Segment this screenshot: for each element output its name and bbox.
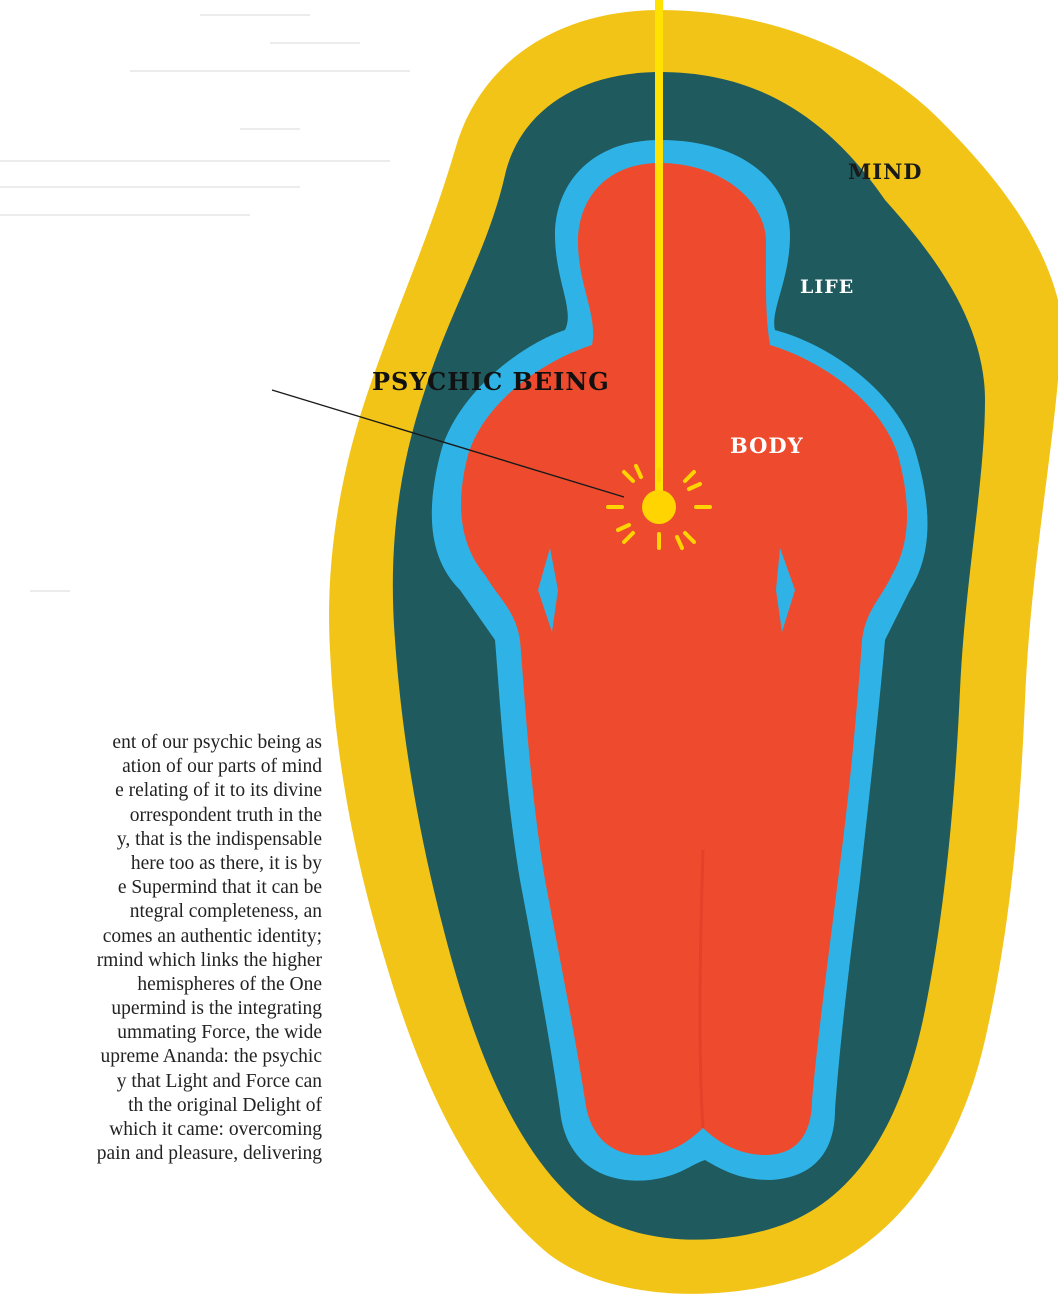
text-line: upreme Ananda: the psychic <box>0 1045 322 1069</box>
text-line: e Supermind that it can be <box>0 876 322 900</box>
body-label: BODY <box>730 433 804 458</box>
mind-label: MIND <box>848 159 922 184</box>
text-line: ntegral completeness, an <box>0 900 322 924</box>
text-line: comes an authentic identity; <box>0 925 322 949</box>
text-line: ent of our psychic being as <box>0 731 322 755</box>
text-line: rmind which links the higher <box>0 949 322 973</box>
text-line: ation of our parts of mind <box>0 755 322 779</box>
text-line: pain and pleasure, delivering <box>0 1142 322 1166</box>
text-line: upermind is the integrating <box>0 997 322 1021</box>
body-text: ent of our psychic being as ation of our… <box>0 731 322 1166</box>
text-line: y, that is the indispensable <box>0 828 322 852</box>
psychic-ray <box>655 0 663 505</box>
text-line: here too as there, it is by <box>0 852 322 876</box>
psychic-being-label: PSYCHIC BEING <box>372 367 610 396</box>
text-line: y that Light and Force can <box>0 1070 322 1094</box>
text-line: th the original Delight of <box>0 1094 322 1118</box>
text-line: hemispheres of the One <box>0 973 322 997</box>
life-label: LIFE <box>800 276 854 298</box>
text-line: orrespondent truth in the <box>0 804 322 828</box>
text-line: e relating of it to its divine <box>0 779 322 803</box>
text-line: which it came: overcoming <box>0 1118 322 1142</box>
text-line: ummating Force, the wide <box>0 1021 322 1045</box>
